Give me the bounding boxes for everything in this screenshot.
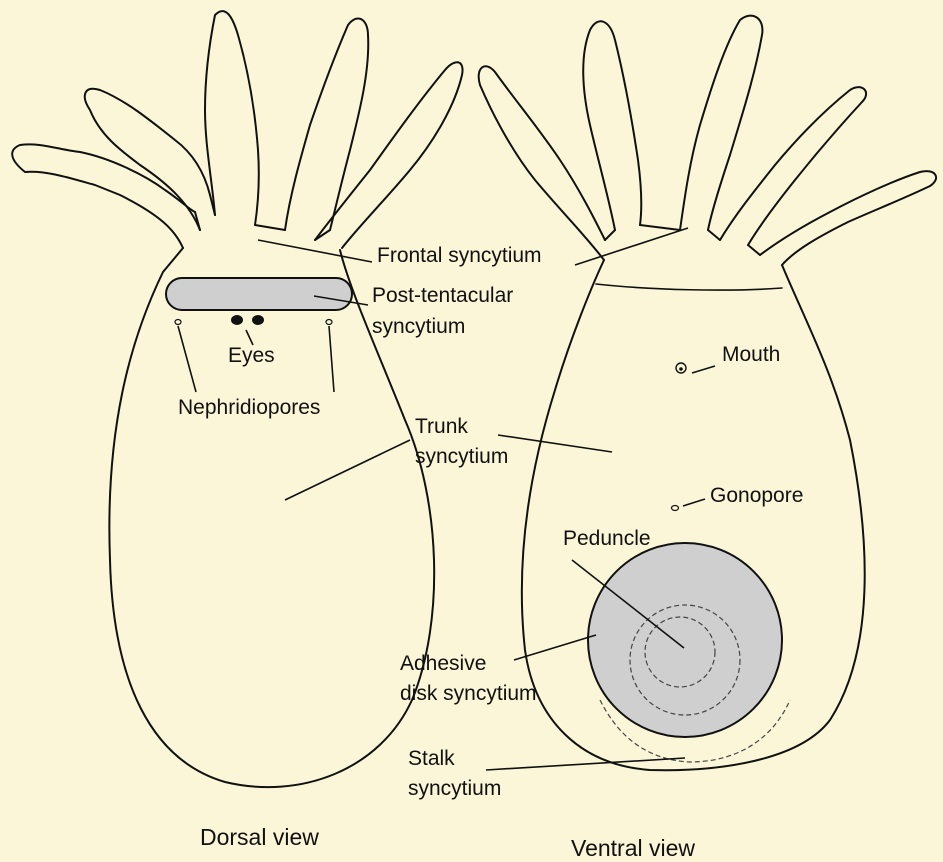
label-post-tentacular-2: syncytium bbox=[372, 315, 465, 338]
dorsal-tentacle-4 bbox=[285, 18, 368, 230]
ventral-tentacle-2 bbox=[583, 21, 641, 230]
label-trunk-2: syncytium bbox=[415, 445, 508, 468]
dorsal-tentacle-3 bbox=[205, 11, 259, 225]
eye-right bbox=[252, 315, 264, 325]
label-gonopore: Gonopore bbox=[710, 484, 803, 507]
frontal-leader-left bbox=[258, 240, 372, 262]
label-post-tentacular-1: Post-tentacular bbox=[372, 284, 513, 307]
nephridiopore-right bbox=[326, 320, 332, 325]
label-stalk-1: Stalk bbox=[408, 747, 455, 770]
trunk-leader-right bbox=[498, 435, 612, 452]
ventral-tentacle-4 bbox=[720, 87, 866, 245]
caption-ventral-view: Ventral view bbox=[571, 835, 695, 861]
ventral-tentacle-5 bbox=[760, 171, 936, 265]
label-peduncle: Peduncle bbox=[563, 527, 651, 550]
label-trunk-1: Trunk bbox=[415, 415, 468, 438]
mouth-pore-inner bbox=[679, 367, 683, 371]
dorsal-neck-join bbox=[195, 195, 330, 240]
nephridiopore-leader-right bbox=[329, 326, 334, 392]
trunk-leader-left bbox=[285, 440, 410, 500]
gonopore-leader bbox=[683, 499, 705, 506]
eyes-leader bbox=[246, 330, 253, 345]
adhesive-disk bbox=[588, 543, 782, 737]
mouth-leader bbox=[692, 366, 715, 373]
label-nephridiopores: Nephridiopores bbox=[178, 396, 320, 419]
nephridiopore-left bbox=[175, 320, 181, 325]
label-adhesive-1: Adhesive bbox=[400, 652, 486, 675]
nephridiopore-leader-left bbox=[178, 326, 196, 392]
label-stalk-2: syncytium bbox=[408, 777, 501, 800]
caption-dorsal-view: Dorsal view bbox=[200, 824, 319, 850]
ventral-tentacle-1 bbox=[479, 66, 605, 260]
label-adhesive-2: disk syncytium bbox=[400, 682, 537, 705]
post-tentacular-syncytium-band bbox=[166, 278, 352, 310]
ventral-view bbox=[479, 16, 936, 771]
label-frontal-syncytium: Frontal syncytium bbox=[377, 244, 542, 267]
eye-left bbox=[231, 315, 243, 325]
dorsal-tentacle-5 bbox=[315, 62, 463, 248]
label-mouth: Mouth bbox=[722, 343, 780, 366]
dorsal-tentacle-1 bbox=[12, 144, 195, 248]
stalk-leader bbox=[486, 758, 685, 770]
label-eyes: Eyes bbox=[228, 344, 275, 367]
adhesive-leader bbox=[514, 635, 596, 660]
ventral-frontal-boundary bbox=[596, 284, 782, 290]
gonopore-pore bbox=[672, 506, 679, 511]
